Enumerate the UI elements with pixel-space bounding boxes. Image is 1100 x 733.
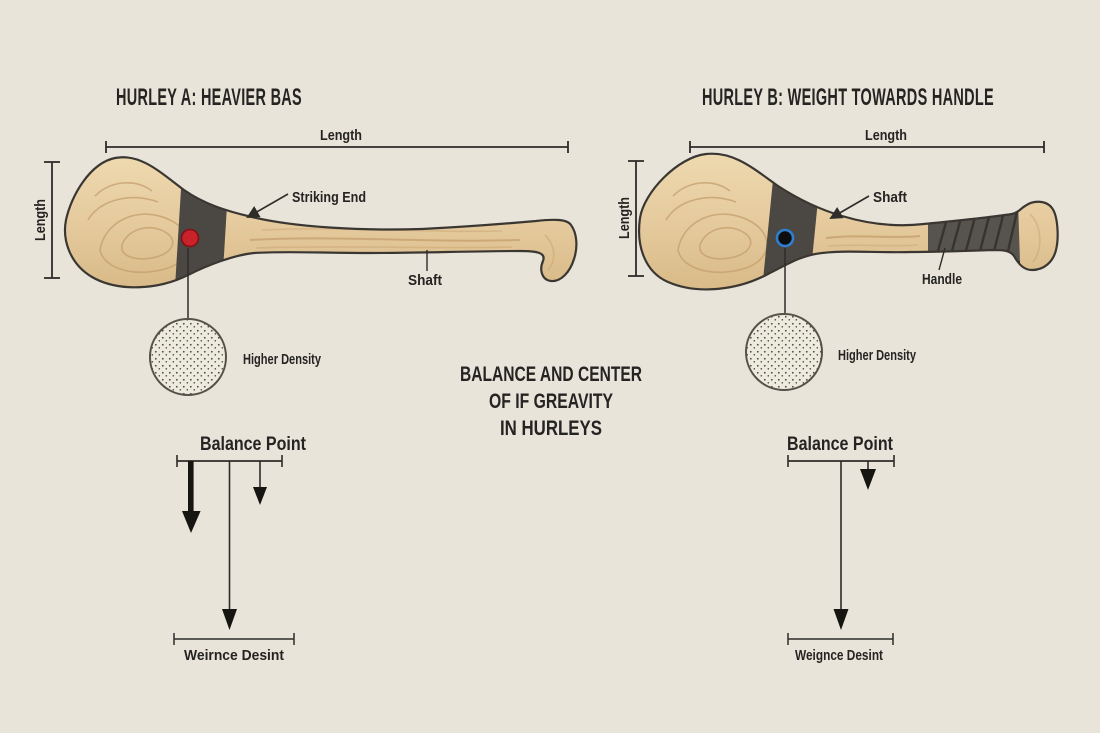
caption-line-1: BALANCE AND CENTER xyxy=(460,363,642,386)
small-force-arrow-a xyxy=(253,461,267,505)
hurley-a-higher-density-label: Higher Density xyxy=(243,351,321,368)
hurley-b-illustration xyxy=(638,152,1059,291)
shaft-arrow-b xyxy=(829,195,870,219)
balance-drop-arrow-a xyxy=(222,461,237,630)
wood-grain xyxy=(665,181,1041,274)
hurley-a-length-dimension xyxy=(105,141,569,153)
balance-drop-arrow-b xyxy=(833,461,849,630)
hurley-b-shaft-label: Shaft xyxy=(873,189,907,206)
hurley-a-side-dimension xyxy=(44,161,60,279)
hurley-a-density-circle xyxy=(149,318,227,396)
hurley-a-outline xyxy=(64,156,578,289)
hurley-a-cog-dot xyxy=(180,228,200,248)
hurley-b-balance-point-label: Balance Point xyxy=(787,434,894,455)
striking-end-arrow xyxy=(246,193,289,218)
hurley-b-length-top-label: Length xyxy=(865,127,907,144)
hurley-b-side-dimension xyxy=(628,160,644,277)
hurley-a-density-band xyxy=(173,157,231,288)
heavy-force-arrow xyxy=(182,461,201,533)
hurley-b-outline xyxy=(638,152,1059,291)
hurley-b-length-dimension xyxy=(689,141,1045,153)
hurley-b-cog-dot xyxy=(775,228,795,248)
hurley-a-weight-scale-line xyxy=(173,633,295,645)
hurley-a-title: HURLEY A: HEAVIER BAS xyxy=(116,84,302,111)
hurley-a-illustration xyxy=(64,156,578,289)
hurley-a-balance-point-label: Balance Point xyxy=(200,434,307,455)
hurley-a-body xyxy=(65,157,577,288)
hurley-b-weight-scale-line xyxy=(787,633,894,645)
hurley-b-weight-label: Weignce Desint xyxy=(795,647,883,664)
hurley-a-weight-label: Weirnce Desint xyxy=(184,647,284,664)
hurley-b-section: HURLEY B: WEIGHT TOWARDS HANDLE Length L… xyxy=(616,84,1059,664)
hurley-b-body xyxy=(639,153,1058,290)
hurley-b-density-band xyxy=(759,153,824,290)
center-caption: BALANCE AND CENTER OF IF GREAVITY IN HUR… xyxy=(460,363,642,440)
hurley-b-grip-wrap xyxy=(927,201,1021,263)
caption-line-3: IN HURLEYS xyxy=(500,417,602,440)
hurley-a-striking-end-label: Striking End xyxy=(292,189,366,206)
hurley-b-length-side-label: Length xyxy=(616,197,633,239)
caption-line-2: OF IF GREAVITY xyxy=(489,390,613,413)
small-force-arrow-b xyxy=(860,461,876,490)
hurley-b-handle-label: Handle xyxy=(922,271,962,288)
hurley-a-length-side-label: Length xyxy=(32,199,49,241)
hurley-a-length-top-label: Length xyxy=(320,127,362,144)
hurley-a-shaft-label: Shaft xyxy=(408,272,442,289)
hurley-b-higher-density-label: Higher Density xyxy=(838,347,916,364)
hurley-b-density-circle xyxy=(745,313,823,391)
hurley-b-title: HURLEY B: WEIGHT TOWARDS HANDLE xyxy=(702,84,994,111)
handle-leader-b xyxy=(938,247,946,271)
